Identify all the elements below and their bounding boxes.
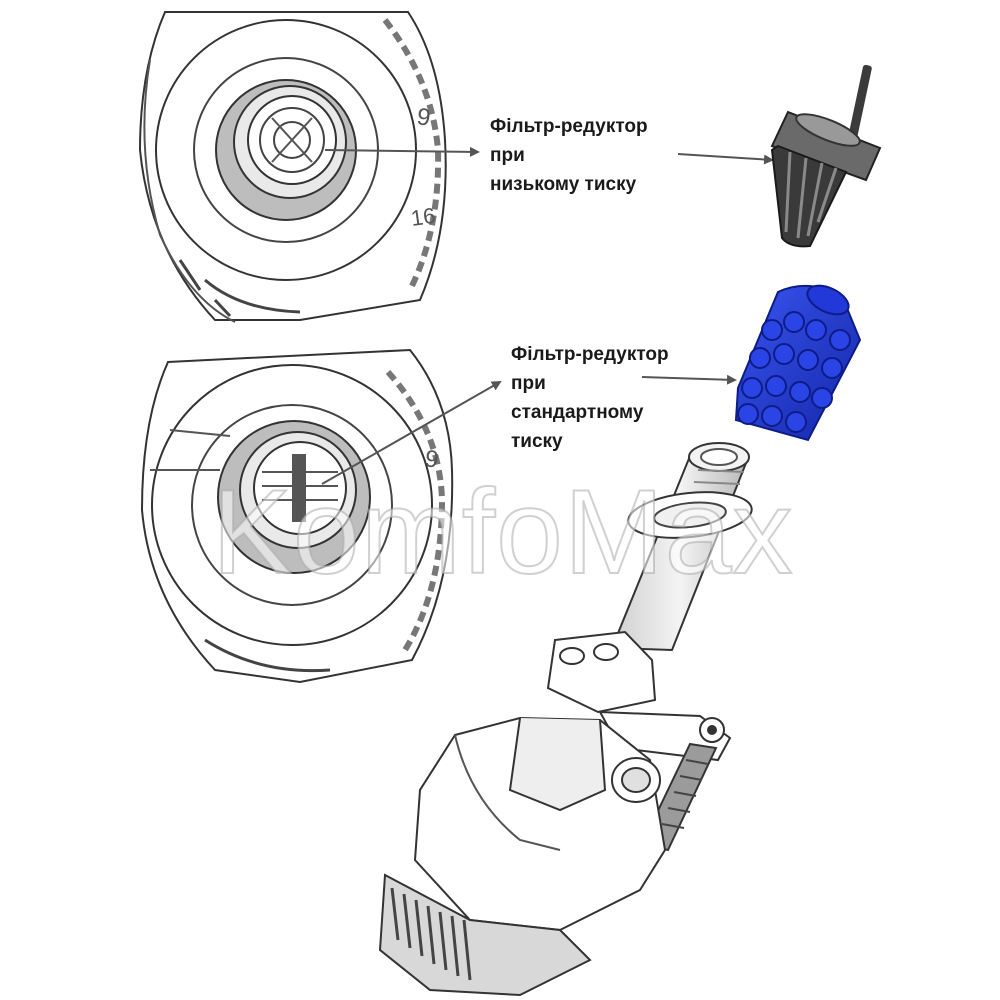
arrow-standard-pressure-filter [641,374,737,385]
valve-marking-top-1: 9 [415,103,432,132]
arrow-low-pressure-valve [324,146,480,157]
valve-top-view-low-pressure [138,11,447,323]
filter-reducer-standard-pressure [734,284,862,442]
arrow-standard-pressure-valve [321,381,502,485]
valve-marking-bottom-1: 9 [423,445,440,474]
callout-low-pressure-filter: Фільтр-редуктор при низькому тиску [490,112,648,199]
callout-low-line-1: Фільтр-редуктор [490,116,648,137]
filter-reducer-low-pressure [770,64,882,248]
callout-std-line-4: тиску [511,431,563,452]
threaded-inlet-tube [610,454,750,652]
callout-low-line-2: при [490,145,525,166]
fill-valve-assembly [378,442,753,997]
callout-low-line-3: низькому тиску [490,174,637,195]
valve-marking-top-2: 16 [409,203,437,231]
valve-top-view-standard-pressure [140,348,454,684]
callout-standard-pressure-filter: Фільтр-редуктор при стандартному тиску [511,340,669,456]
arrow-low-pressure-filter [677,153,774,165]
callout-std-line-1: Фільтр-редуктор [511,344,669,365]
callout-std-line-2: при [511,373,546,394]
callout-std-line-3: стандартному [511,402,644,423]
